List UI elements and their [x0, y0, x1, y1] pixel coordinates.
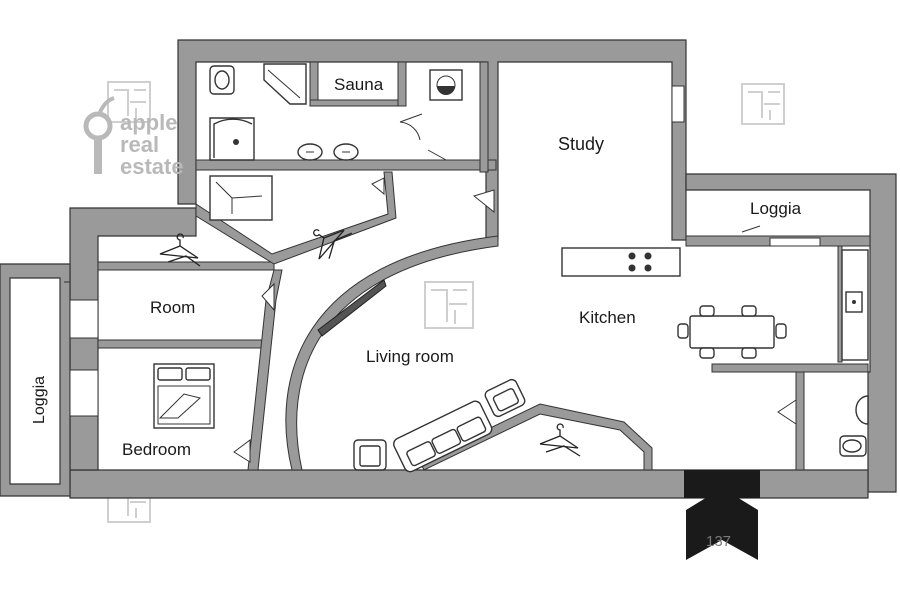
sofa-icon — [393, 400, 493, 473]
entrance-arrow-icon — [686, 488, 758, 560]
watermark-code: 137 — [706, 533, 731, 550]
room-label-sauna: Sauna — [334, 75, 384, 94]
room-label-room: Room — [150, 298, 195, 317]
logo-line-3: estate — [120, 154, 184, 179]
armchair-icon — [353, 439, 387, 471]
room-label-living-room: Living room — [366, 347, 454, 366]
logo-line-1: apple — [120, 110, 177, 135]
door-swings — [64, 113, 797, 463]
kitchen-sink-icon — [841, 249, 869, 361]
curved-wall-highlight — [317, 279, 387, 337]
armchair-icon — [484, 378, 526, 418]
windows — [69, 85, 821, 417]
entrance — [684, 470, 760, 560]
washbasin-icon — [855, 395, 869, 425]
walls — [0, 39, 897, 499]
room-label-kitchen: Kitchen — [579, 308, 636, 327]
logo-line-2: real — [120, 132, 159, 157]
kitchen-diagonal-wall — [419, 403, 653, 471]
room-label-study: Study — [558, 134, 604, 154]
shower-corner-icon — [263, 63, 307, 105]
washing-machine-icon — [429, 69, 463, 101]
key-icon — [83, 111, 113, 141]
bed-icon — [153, 363, 215, 429]
curved-wall — [285, 235, 499, 471]
room-label-loggia-left: Loggia — [31, 376, 48, 424]
wardrobe-icon — [209, 175, 273, 221]
hanger-icon — [539, 423, 581, 457]
room-label-bedroom: Bedroom — [122, 440, 191, 459]
toilet-icon — [839, 435, 867, 457]
room-label-loggia-right: Loggia — [750, 199, 802, 218]
hanger-icon — [159, 233, 201, 267]
toilet-icon — [209, 65, 235, 95]
shower-icon — [209, 117, 255, 161]
brand-logo: apple real estate — [83, 96, 184, 179]
stove-icon — [561, 247, 681, 277]
sink-icon — [297, 143, 359, 161]
dining-table-icon — [677, 305, 787, 359]
hanger-icon — [313, 229, 353, 260]
